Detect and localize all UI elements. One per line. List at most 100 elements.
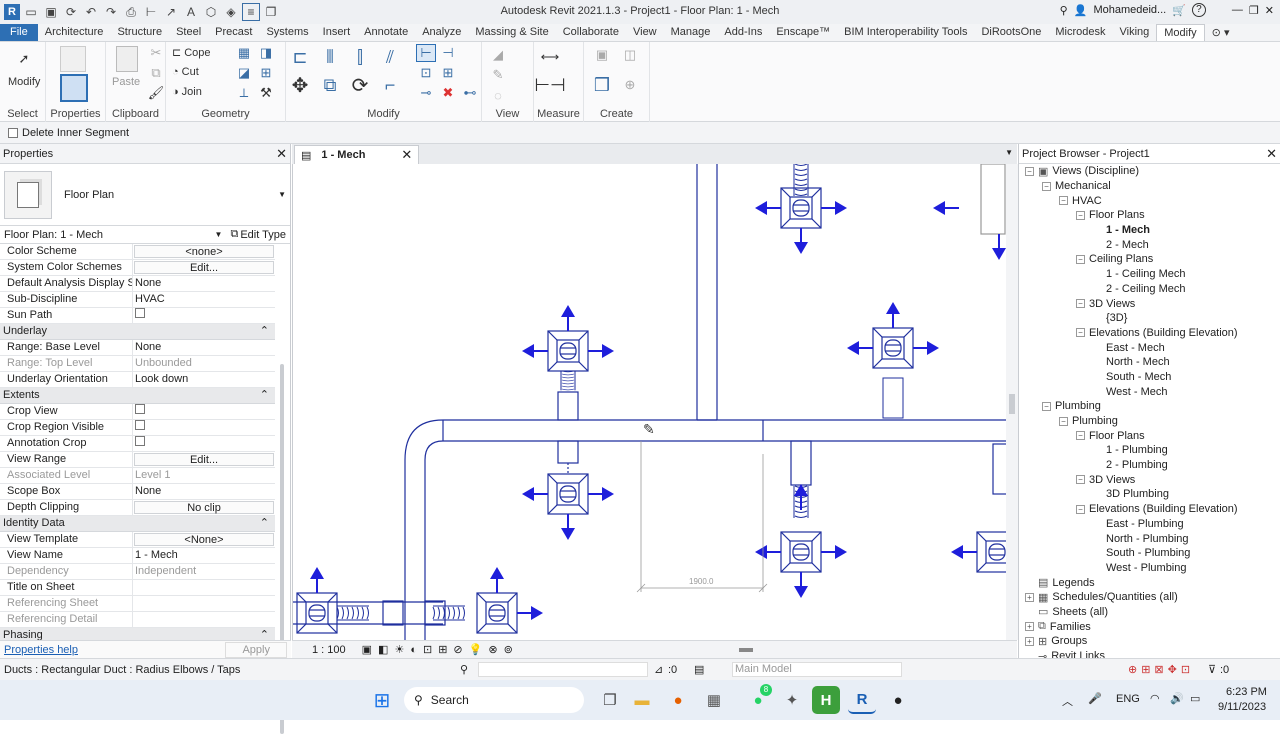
browser-item[interactable]: +▦Schedules/Quantities (all) xyxy=(1019,590,1280,605)
tab-architecture[interactable]: Architecture xyxy=(44,26,104,38)
property-checkbox[interactable] xyxy=(135,404,145,414)
crop-view-icon[interactable]: ⊡ xyxy=(422,644,433,656)
worksets-icon[interactable]: ⚲ xyxy=(460,664,469,676)
collapse-icon[interactable]: − xyxy=(1076,475,1085,485)
browser-item[interactable]: −Elevations (Building Elevation) xyxy=(1019,502,1280,517)
collapse-icon[interactable]: − xyxy=(1076,299,1085,309)
duct-vertical-top[interactable] xyxy=(696,164,718,421)
property-section[interactable]: Identity Data⌃ xyxy=(0,516,275,532)
collapse-icon[interactable]: − xyxy=(1076,210,1085,220)
duct-drop-right[interactable] xyxy=(790,440,812,486)
cart-icon[interactable]: 🛒 xyxy=(1172,4,1186,17)
create-parts-icon[interactable]: ◫ xyxy=(623,47,637,62)
properties-icon[interactable] xyxy=(60,74,88,102)
browser-item[interactable]: ⊸Revit Links xyxy=(1019,649,1280,658)
panel-label-select[interactable]: Select xyxy=(7,108,38,120)
status-tools-icons[interactable]: ⊕⊞⊠✥⊡ xyxy=(1128,664,1195,676)
property-button[interactable]: Edit... xyxy=(134,453,274,466)
hvac-floor-plan[interactable]: 1900.0 ✎ xyxy=(293,164,1006,640)
tab-structure[interactable]: Structure xyxy=(117,26,163,38)
apply-button[interactable]: Apply xyxy=(225,641,287,658)
diffuser-top-center[interactable] xyxy=(755,164,847,254)
dimension-icon[interactable]: ↗ xyxy=(165,5,177,19)
print-icon[interactable]: ⎙ xyxy=(126,4,136,19)
create-assembly-icon[interactable]: ▣ xyxy=(595,47,609,62)
cut-clipboard-icon[interactable]: ✂ xyxy=(150,45,162,60)
collapse-icon[interactable]: ⌃ xyxy=(259,325,269,337)
shadows-icon[interactable]: ◐ xyxy=(410,643,417,656)
tab-systems[interactable]: Systems xyxy=(266,26,309,38)
volume-icon[interactable]: 🔊 xyxy=(1170,693,1184,705)
file-explorer-icon[interactable]: ▬ xyxy=(634,691,650,709)
mirror-axis-icon[interactable]: ⫿ xyxy=(357,46,363,67)
unpin-icon[interactable]: ⊷ xyxy=(463,85,477,100)
properties-scrollbar[interactable] xyxy=(280,364,284,734)
browser-item[interactable]: +⊞Groups xyxy=(1019,634,1280,649)
model-dropdown[interactable]: Main Model xyxy=(732,662,902,677)
browser-item[interactable]: 2 - Mech xyxy=(1019,237,1280,252)
taskbar-search[interactable]: ⚲ Search xyxy=(404,687,584,713)
browser-item[interactable]: North - Plumbing xyxy=(1019,531,1280,546)
instance-selector[interactable]: Floor Plan: 1 - Mech ▼ ⧉Edit Type xyxy=(0,226,290,244)
tab-enscape[interactable]: Enscape™ xyxy=(776,26,831,38)
copy-icon[interactable]: ⧉ xyxy=(151,65,161,80)
align-geometry-icon[interactable]: ⟂ xyxy=(239,85,249,100)
3d-icon[interactable]: ⬡ xyxy=(205,5,217,19)
collapse-icon[interactable]: − xyxy=(1059,416,1068,426)
paint-icon[interactable]: ◪ xyxy=(237,65,251,80)
duct-drop-left[interactable] xyxy=(557,391,579,474)
analytical-model-icon[interactable]: ⊗ xyxy=(488,644,498,656)
browser-item[interactable]: −Plumbing xyxy=(1019,414,1280,429)
design-options-icon[interactable]: ▤ xyxy=(694,664,705,676)
browser-item[interactable]: East - Mech xyxy=(1019,340,1280,355)
property-value[interactable]: None xyxy=(135,341,162,353)
property-value[interactable]: None xyxy=(135,277,162,289)
properties-close-icon[interactable]: ✕ xyxy=(276,145,287,161)
property-section[interactable]: Underlay⌃ xyxy=(0,324,275,340)
tab-analyze[interactable]: Analyze xyxy=(422,26,462,38)
move-icon[interactable]: ✥ xyxy=(291,74,309,97)
show-crop-icon[interactable]: ⊞ xyxy=(438,644,448,656)
diffuser-lower-far-right[interactable] xyxy=(951,531,1006,573)
open-icon[interactable]: ▭ xyxy=(25,5,37,19)
type-dropdown-icon[interactable]: ▼ xyxy=(278,190,286,199)
dimension-value[interactable]: 1900.0 xyxy=(689,577,714,586)
diffuser-bottom-center[interactable] xyxy=(432,567,543,634)
collapse-icon[interactable]: ⌃ xyxy=(259,629,269,641)
detail-level-icon[interactable]: ▣ xyxy=(361,644,373,656)
revit-taskbar-icon[interactable]: R xyxy=(848,686,876,714)
browser-item[interactable]: 1 - Ceiling Mech xyxy=(1019,267,1280,282)
wall-joins-icon[interactable]: ▦ xyxy=(237,45,251,60)
browser-item[interactable]: ▤Legends xyxy=(1019,575,1280,590)
browser-item[interactable]: −Ceiling Plans xyxy=(1019,252,1280,267)
split-icon[interactable]: ⊢ xyxy=(416,44,436,62)
edit-type-button[interactable]: ⧉Edit Type xyxy=(230,228,286,241)
mirror-draw-icon[interactable]: ⫽ xyxy=(385,46,395,67)
paste-icon[interactable] xyxy=(116,46,138,72)
collapse-icon[interactable]: − xyxy=(1076,504,1085,514)
browser-item[interactable]: East - Plumbing xyxy=(1019,517,1280,532)
modify-cursor-icon[interactable]: ➚ xyxy=(18,51,30,66)
paste-button[interactable]: Paste xyxy=(112,76,141,88)
thin-lines-icon[interactable]: ≡ xyxy=(242,3,260,21)
match-properties-icon[interactable]: 🖌 xyxy=(147,85,165,100)
browser-item[interactable]: 2 - Ceiling Mech xyxy=(1019,282,1280,297)
user-icon[interactable]: 👤 xyxy=(1073,4,1088,17)
linework-icon[interactable]: ✎ xyxy=(492,67,504,82)
property-button[interactable]: <none> xyxy=(134,245,274,258)
minimize-icon[interactable]: — xyxy=(1231,4,1243,16)
expand-icon[interactable]: + xyxy=(1025,622,1034,632)
pinned-app-icon[interactable]: ✦ xyxy=(785,692,799,709)
property-value[interactable]: None xyxy=(135,485,162,497)
split-face-icon[interactable]: ◨ xyxy=(259,45,273,60)
align-icon[interactable]: ⊏ xyxy=(292,46,308,67)
tab-file[interactable]: File xyxy=(0,24,38,41)
save-icon[interactable]: ▣ xyxy=(45,5,57,19)
measure-icon[interactable]: ⊢ xyxy=(145,5,157,19)
undo-icon[interactable]: ↶ xyxy=(85,5,97,19)
diffuser-mid-left[interactable] xyxy=(522,305,614,391)
sync-icon[interactable]: ⟳ xyxy=(65,5,77,19)
expand-icon[interactable]: + xyxy=(1025,636,1034,646)
property-button[interactable]: No clip xyxy=(134,501,274,514)
drawing-canvas[interactable]: 1900.0 ✎ xyxy=(292,164,1006,640)
